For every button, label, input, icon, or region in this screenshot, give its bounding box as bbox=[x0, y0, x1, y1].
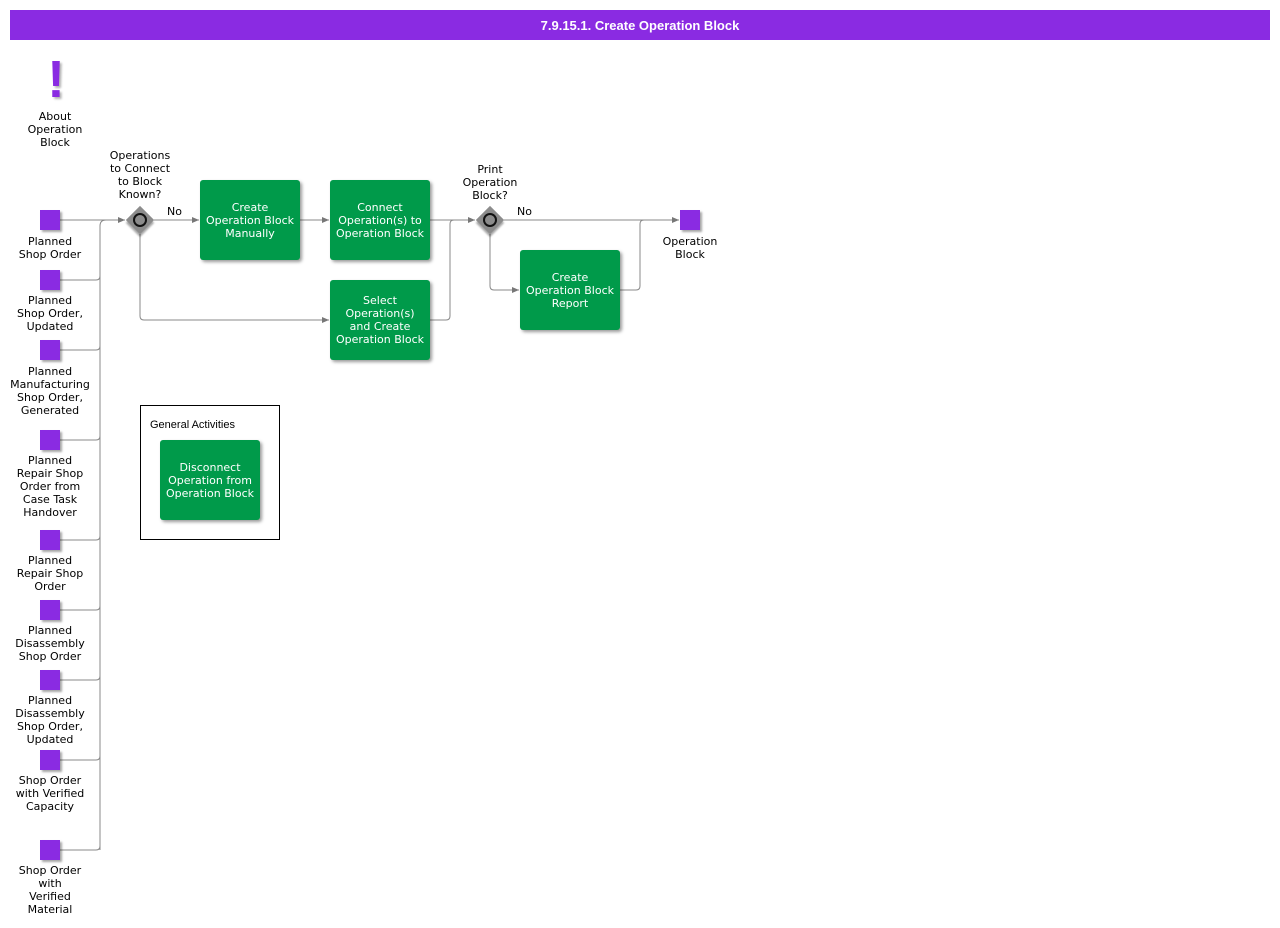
task-create-operation-block-report[interactable]: Create Operation Block Report bbox=[520, 250, 620, 330]
general-activities-group bbox=[140, 405, 280, 540]
gateway-circle-icon bbox=[133, 213, 147, 227]
input-event-label: Planned Repair Shop Order bbox=[16, 554, 84, 593]
connector-gw1-yes bbox=[139, 234, 329, 323]
connector-input-6 bbox=[60, 605, 101, 611]
connector-merge-line bbox=[99, 219, 107, 850]
output-event-operation-block[interactable] bbox=[680, 210, 700, 230]
input-event-2[interactable] bbox=[40, 270, 60, 290]
input-event-label: Planned Disassembly Shop Order bbox=[15, 624, 85, 663]
input-event-7[interactable] bbox=[40, 670, 60, 690]
connector-input-4 bbox=[60, 435, 101, 441]
exclamation-icon[interactable]: ! bbox=[47, 51, 65, 109]
task-select-and-create[interactable]: Select Operation(s) and Create Operation… bbox=[330, 280, 430, 360]
gateway-operations-known-label: Operations to Connect to Block Known? bbox=[109, 149, 171, 201]
about-label: About Operation Block bbox=[27, 110, 83, 149]
input-event-label: Planned Repair Shop Order from Case Task… bbox=[16, 454, 84, 519]
output-event-label: Operation Block bbox=[662, 235, 718, 261]
input-event-8[interactable] bbox=[40, 750, 60, 770]
connector-input-3 bbox=[60, 345, 101, 351]
task-create-operation-block-manually[interactable]: Create Operation Block Manually bbox=[200, 180, 300, 260]
input-event-label: Shop Order with Verified Capacity bbox=[15, 774, 85, 813]
input-event-label: Planned Shop Order bbox=[18, 235, 82, 261]
general-activities-title: General Activities bbox=[150, 419, 235, 431]
input-event-label: Planned Disassembly Shop Order, Updated bbox=[15, 694, 85, 746]
gateway-circle-icon bbox=[483, 213, 497, 227]
input-event-6[interactable] bbox=[40, 600, 60, 620]
input-event-label: Planned Manufacturing Shop Order, Genera… bbox=[10, 365, 90, 417]
flow-label-no: No bbox=[517, 205, 532, 218]
input-event-4[interactable] bbox=[40, 430, 60, 450]
input-event-9[interactable] bbox=[40, 840, 60, 860]
connector-gw2-yes bbox=[489, 234, 519, 293]
input-event-label: Planned Shop Order, Updated bbox=[17, 294, 83, 333]
connector-input-7 bbox=[60, 675, 101, 681]
connector-select-gw2 bbox=[430, 219, 455, 321]
input-event-5[interactable] bbox=[40, 530, 60, 550]
task-disconnect-operation[interactable]: Disconnect Operation from Operation Bloc… bbox=[160, 440, 260, 520]
connector-input-8 bbox=[60, 755, 101, 761]
diagram-title: 7.9.15.1. Create Operation Block bbox=[10, 10, 1270, 40]
connector-input-5 bbox=[60, 535, 101, 541]
gateway-print-label: Print Operation Block? bbox=[462, 163, 518, 202]
input-event-3[interactable] bbox=[40, 340, 60, 360]
connector-input-9 bbox=[60, 845, 101, 851]
task-connect-operations[interactable]: Connect Operation(s) to Operation Block bbox=[330, 180, 430, 260]
input-event-label: Shop Order with Verified Material bbox=[18, 864, 82, 916]
connector-report-output bbox=[620, 219, 645, 291]
input-event-1[interactable] bbox=[40, 210, 60, 230]
connector-input-2 bbox=[60, 275, 101, 281]
flow-label-no: No bbox=[167, 205, 182, 218]
